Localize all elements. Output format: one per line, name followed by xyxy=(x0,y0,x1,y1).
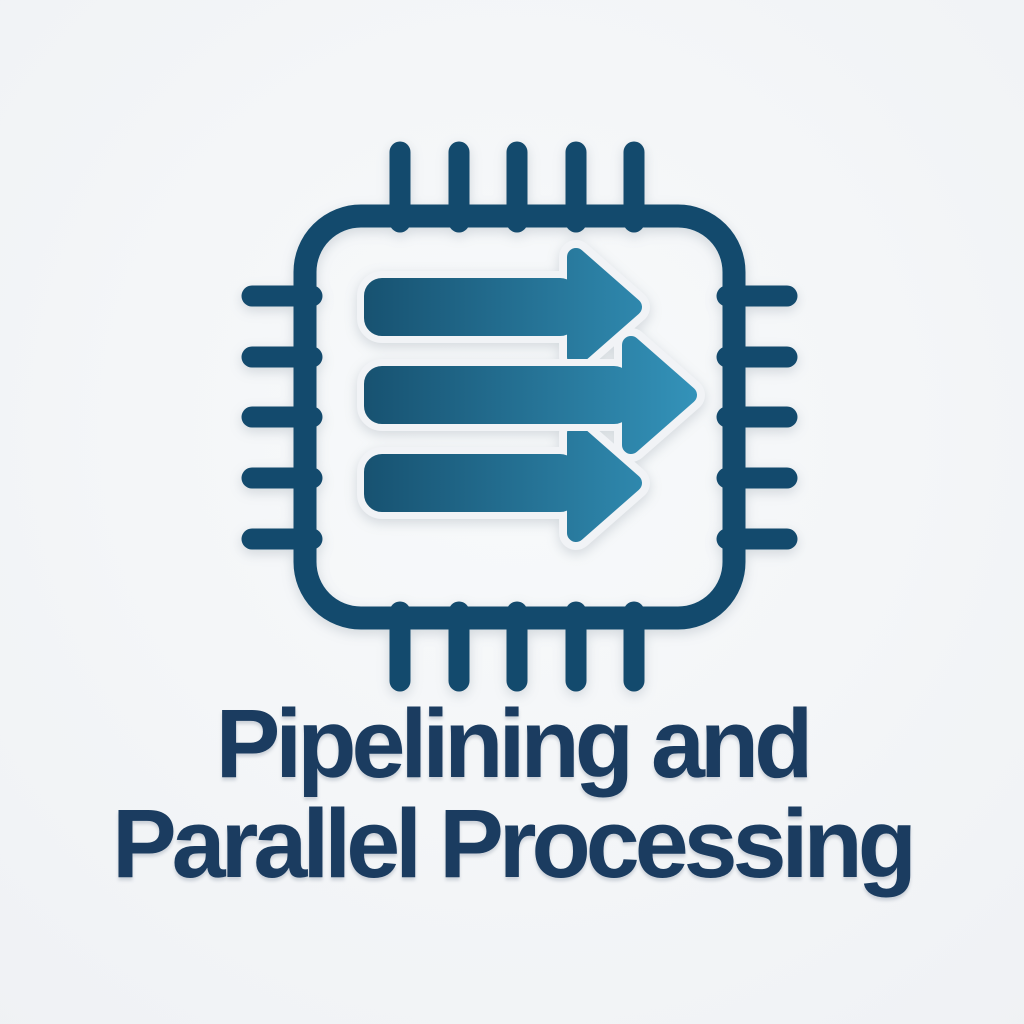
caption-line-1: Pipelining and xyxy=(215,689,814,798)
pipeline-arrow-middle xyxy=(357,328,705,462)
pipeline-arrow-top xyxy=(357,240,650,374)
caption-line-2: Parallel Processing xyxy=(111,788,917,898)
pipeline-arrow-bottom xyxy=(357,416,650,550)
logo-caption: Pipelining and Parallel Processing xyxy=(0,694,1024,894)
chip-outline xyxy=(293,204,746,630)
